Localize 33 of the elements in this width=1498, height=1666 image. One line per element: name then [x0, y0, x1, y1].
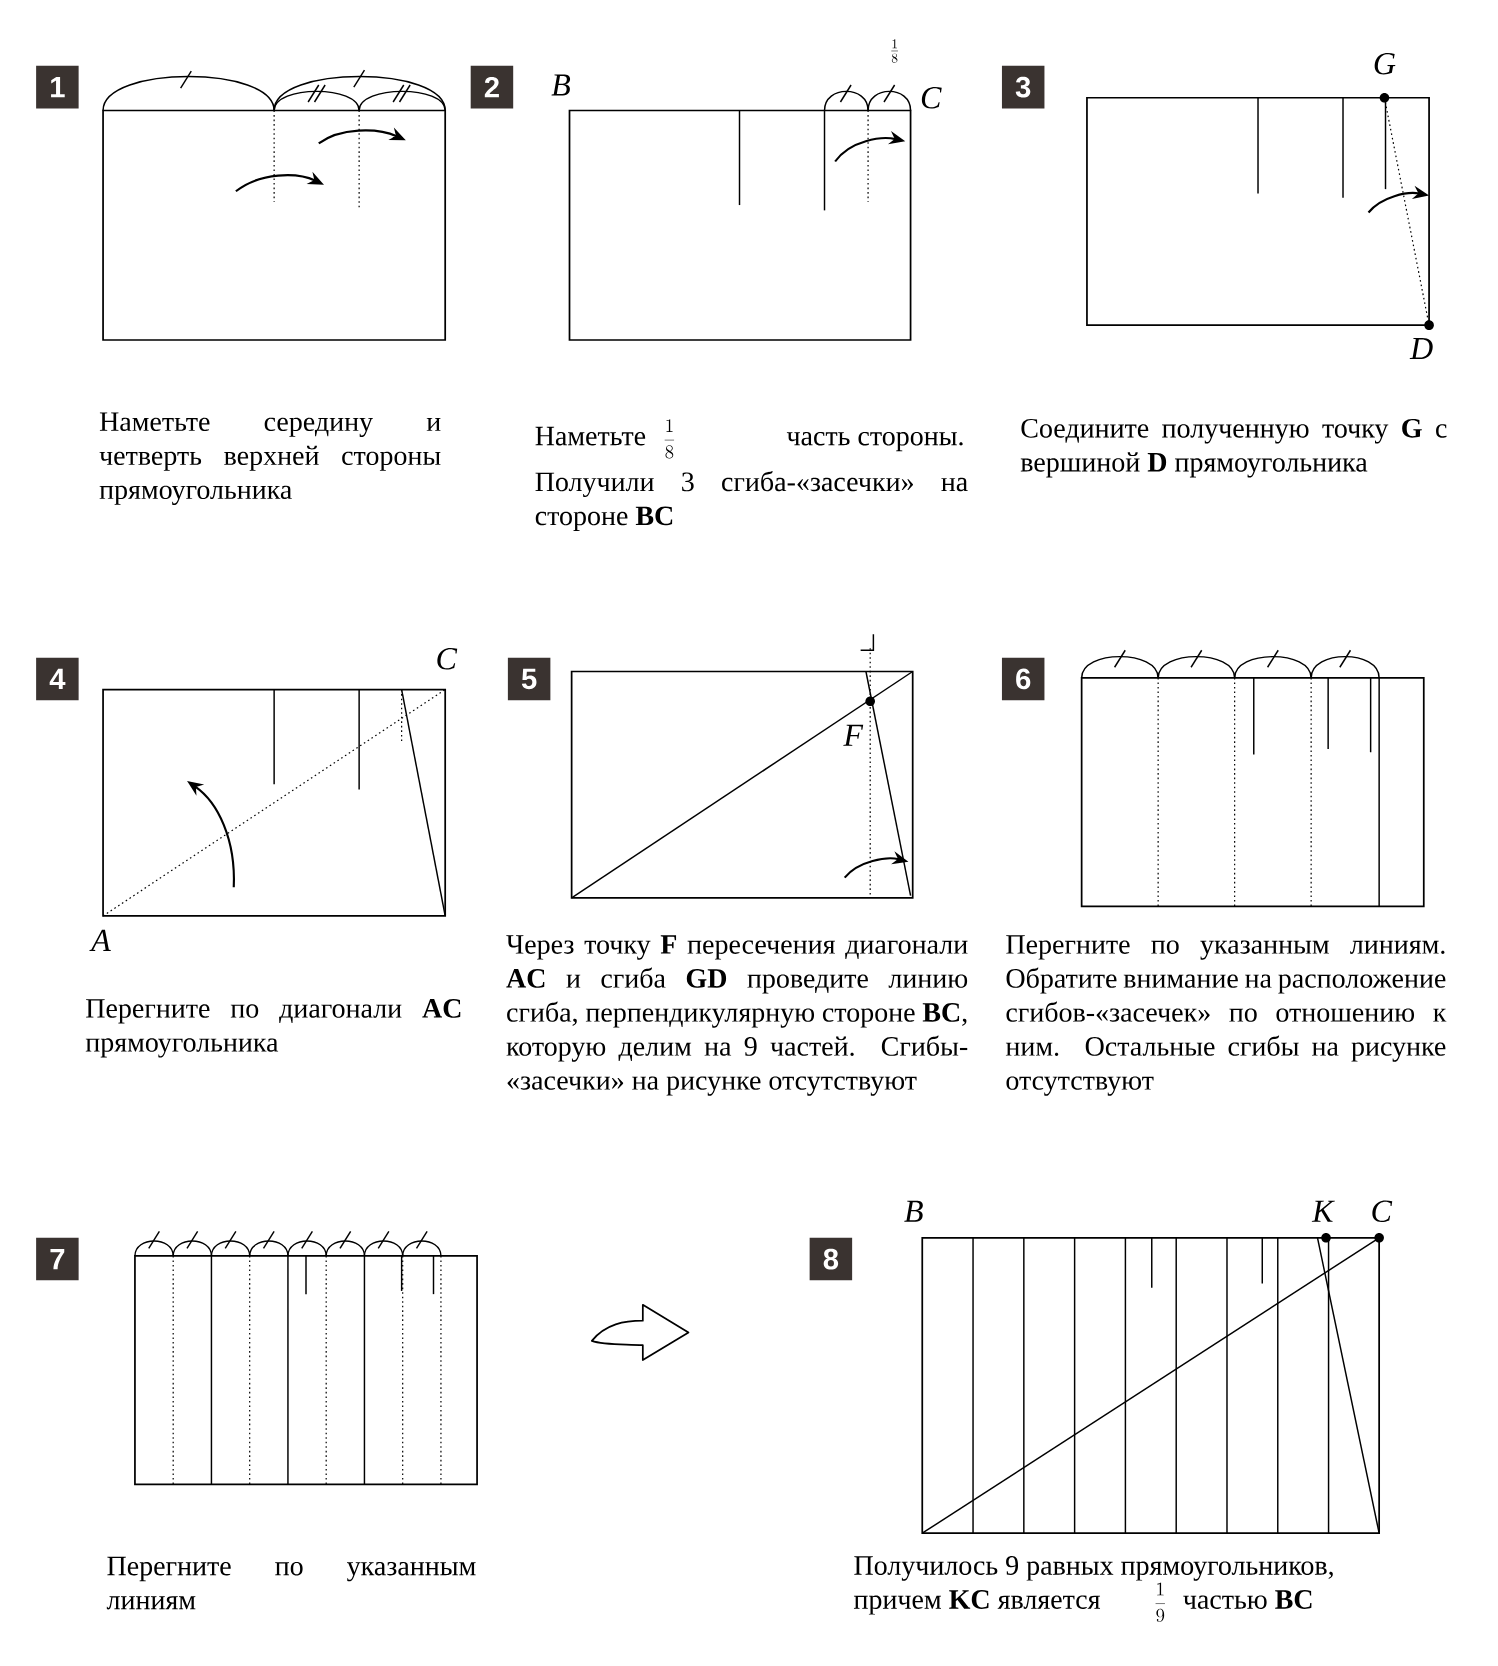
fraction-label: $\frac{1}{8}$ — [891, 39, 898, 63]
caption-text: Наметьте середину и четверть верхней стороны прямоугольника — [99, 412, 441, 505]
point-label: A — [89, 929, 111, 951]
point-label: B — [551, 74, 570, 96]
point-label: G — [1374, 53, 1396, 75]
step-number: 4 — [36, 657, 79, 701]
caption-text: Перегните по указанным линиям — [106, 1556, 476, 1610]
point-label: C — [437, 648, 458, 670]
point-label: K — [1311, 1200, 1335, 1222]
caption-text: Наметьте — [535, 426, 646, 446]
step-number: 5 — [507, 657, 551, 701]
fraction: $\frac{1}{8}$ — [664, 419, 674, 459]
caption-text: Перегните по указанным линиям. Обратите внимание на расположение сгибов-«засечек» по отношению к ним. Остальные сгибы на рисунке отсутствуют — [1005, 935, 1447, 1096]
caption-text: Через точку F пересечения диагонали AC и сгиба GD проведите линию сгиба, перпендикулярную стороне BC, которую делим на 9 частей. Сгибы-«засечки» на рисунке отсутствуют — [506, 935, 968, 1096]
point-label: C — [1372, 1200, 1393, 1222]
fraction: $\frac{1}{9}$ — [1155, 1582, 1165, 1622]
caption-text: Соедините полученную точку G с вершиной D прямоугольника — [1020, 418, 1447, 478]
caption-text: Перегните по диагонали AC прямоугольника — [85, 999, 461, 1058]
step-number: 1 — [36, 65, 79, 109]
point-label: C — [921, 87, 942, 109]
point-label: F — [843, 724, 864, 746]
caption-text: причем KC является — [853, 1590, 1100, 1615]
point-label: B — [904, 1200, 923, 1222]
caption-text: частью BC — [1183, 1590, 1312, 1609]
step-number: 7 — [36, 1237, 79, 1281]
point-label: D — [1409, 338, 1433, 359]
caption-text: Получили 3 сгиба-«засечки» на стороне BC — [535, 470, 968, 531]
caption-text: часть стороны. — [786, 432, 963, 452]
step-number: 2 — [470, 65, 514, 109]
step-number: 3 — [1001, 65, 1045, 109]
step-number: 6 — [1001, 657, 1045, 701]
step-number: 8 — [809, 1237, 853, 1281]
caption-text: Получилось 9 равных прямоугольников, — [854, 1556, 1333, 1581]
